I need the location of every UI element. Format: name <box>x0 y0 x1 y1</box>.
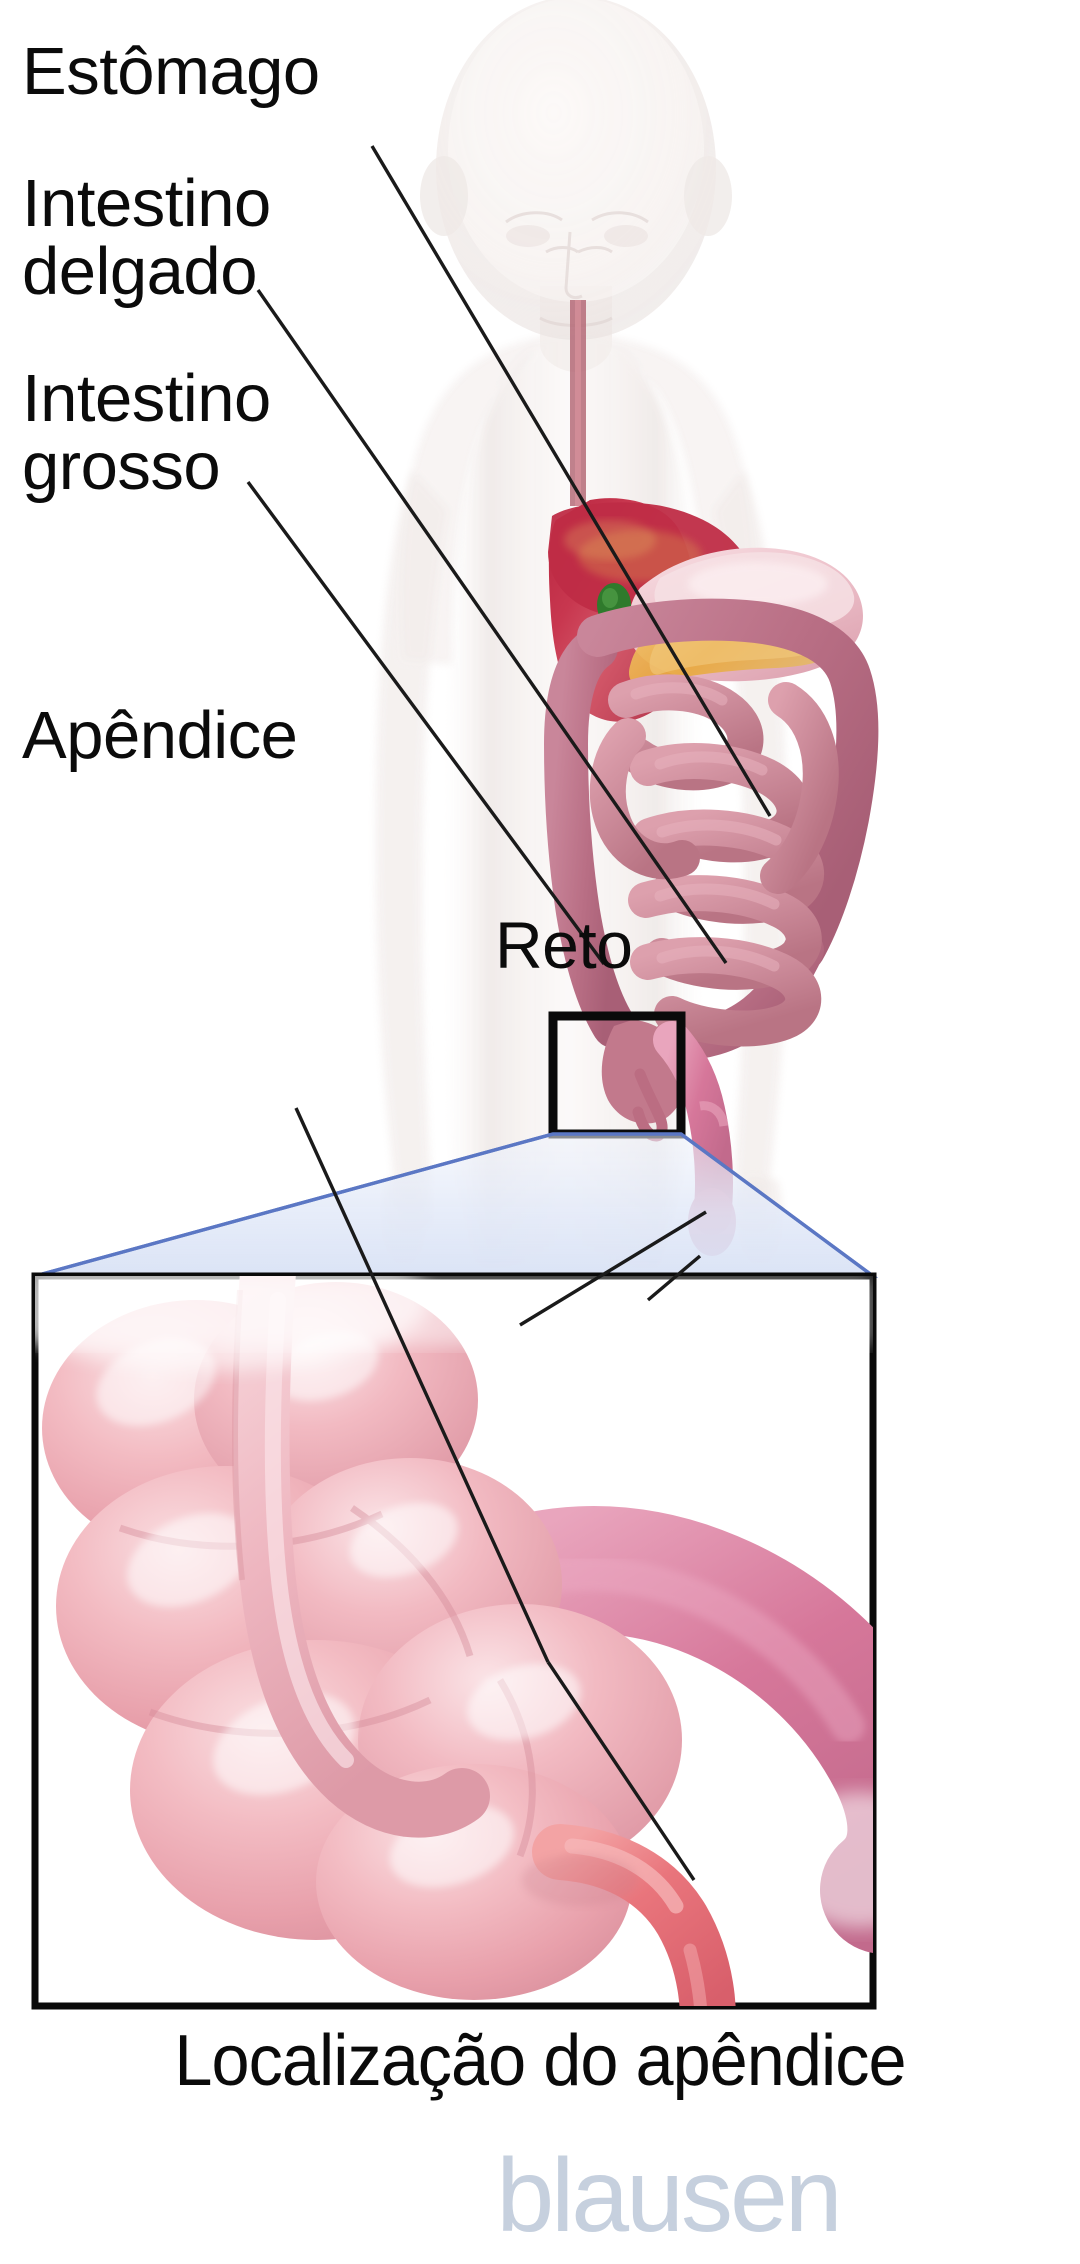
watermark-text: blausen <box>496 2138 842 2254</box>
blausen-watermark: blausen <box>0 2137 1080 2256</box>
leader-large-intestine <box>246 480 606 966</box>
label-rectum: Reto <box>495 908 633 982</box>
leader-stomach <box>370 145 772 817</box>
small-intestine-shape <box>589 674 839 1047</box>
figure-caption: Localização do apêndice <box>174 2021 906 2101</box>
label-small-intestine: Intestino delgado <box>22 166 271 310</box>
inset-illustration <box>35 1276 873 2006</box>
leader-appendix-tail <box>546 1661 696 1881</box>
magnification-fan <box>34 1132 879 1278</box>
inset-ileum <box>233 1276 490 1838</box>
leader-reto-hook <box>646 1254 702 1302</box>
inset-leader-lines <box>294 1107 707 1881</box>
abdominal-organs <box>543 498 879 1256</box>
label-appendix: Apêndice <box>22 698 298 773</box>
leader-small-intestine <box>256 289 728 964</box>
label-large-intestine: Intestino grosso <box>22 361 271 505</box>
leader-rectum-overview <box>519 1210 707 1327</box>
label-stomach: Estômago <box>22 34 320 109</box>
leader-appendix <box>294 1107 550 1663</box>
